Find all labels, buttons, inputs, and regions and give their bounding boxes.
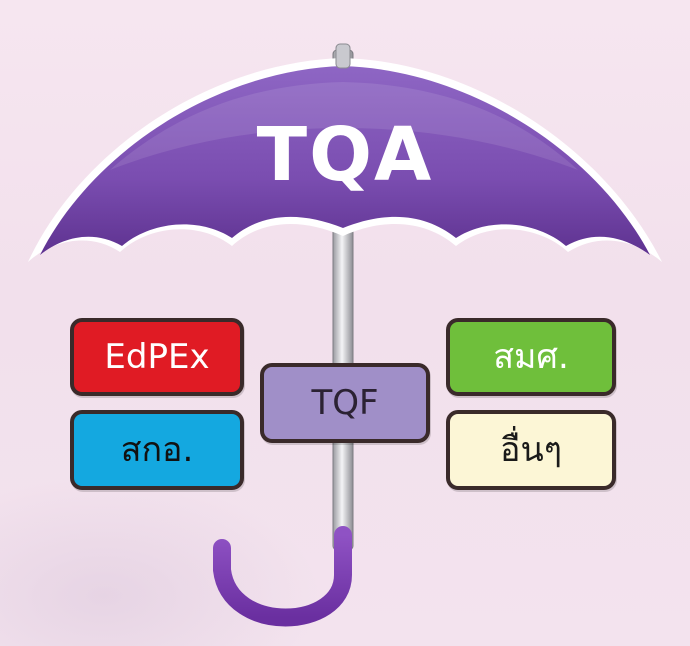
umbrella-canopy xyxy=(40,66,650,255)
smsh-box: สมศ. xyxy=(446,318,616,396)
tqf-box: TQF xyxy=(260,363,430,443)
umbrella-handle xyxy=(213,526,352,627)
umbrella-canopy-highlight xyxy=(110,82,578,170)
sko-label: สกอ. xyxy=(120,430,194,470)
other-box: อื่นๆ xyxy=(446,410,616,490)
umbrella-title: TQA xyxy=(256,112,434,198)
tqf-label: TQF xyxy=(311,383,379,423)
sko-box: สกอ. xyxy=(70,410,244,490)
umbrella-tip xyxy=(335,43,351,69)
edpex-box: EdPEx xyxy=(70,318,244,396)
edpex-label: EdPEx xyxy=(104,337,210,377)
other-label: อื่นๆ xyxy=(500,430,562,470)
smsh-label: สมศ. xyxy=(493,337,569,377)
